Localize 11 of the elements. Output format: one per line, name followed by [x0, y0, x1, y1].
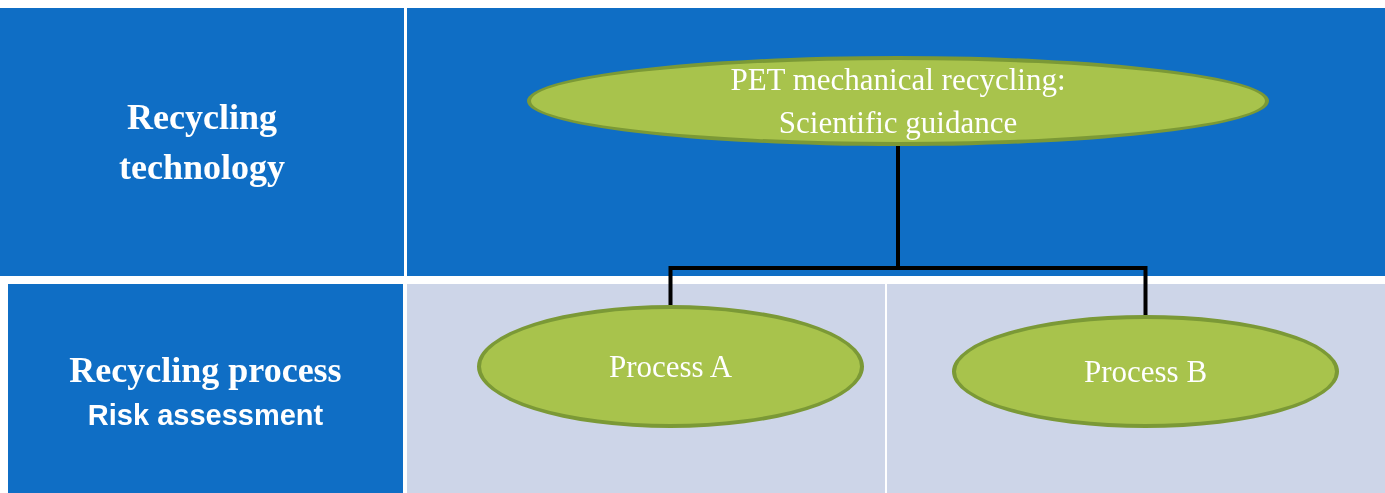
- node-label: Process A: [608, 347, 733, 386]
- node-label: Process B: [1083, 352, 1208, 391]
- row-subheading: Risk assessment: [87, 399, 324, 433]
- table-cell-background: [407, 8, 1385, 276]
- table-cell-background: [0, 8, 404, 276]
- table-cell-background: [407, 284, 885, 493]
- row-heading: Recycling technology: [118, 95, 286, 189]
- table-cell-background: [887, 284, 1385, 493]
- table-cell-background: [8, 284, 403, 493]
- row-heading: Recycling process: [69, 348, 342, 392]
- node-label: PET mechanical recycling: Scientific guidance: [729, 60, 1067, 142]
